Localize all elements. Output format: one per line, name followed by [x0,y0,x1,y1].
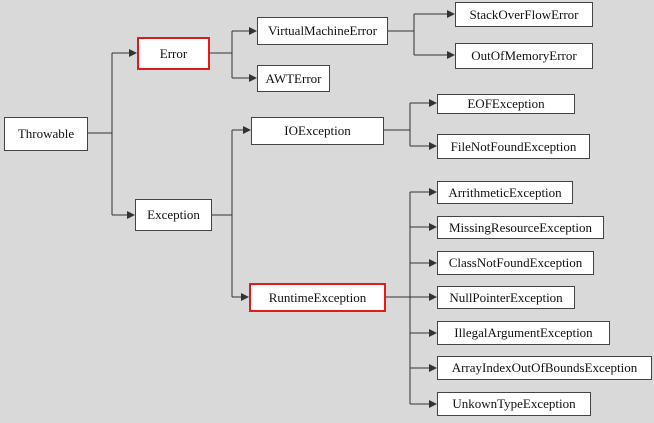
node-runtime-exception: RuntimeException [249,283,386,312]
connector-virtual-machine-error [388,14,415,55]
connector-io-exception [384,103,411,146]
connector-exception [212,130,233,297]
node-null-pointer-exception: NullPointerException [437,286,575,309]
connector-runtime-exception [386,192,411,404]
node-unknown-type-exception: UnkownTypeException [437,392,591,416]
node-throwable: Throwable [4,117,88,151]
node-eof-exception: EOFException [437,94,575,114]
node-awt-error: AWTError [257,65,330,92]
node-missing-resource-exception: MissingResourceException [437,216,604,239]
node-error: Error [137,37,210,70]
node-exception: Exception [135,199,212,231]
node-class-not-found-exception: ClassNotFoundException [437,251,594,275]
node-array-index-out-of-bounds-exception: ArrayIndexOutOfBoundsException [437,356,652,380]
node-illegal-argument-exception: IllegalArgumentException [437,321,610,345]
node-stack-overflow-error: StackOverFlowError [455,2,593,27]
node-file-not-found-exception: FileNotFoundException [437,134,590,159]
connector-error [210,31,233,78]
node-io-exception: IOException [251,117,384,145]
node-arithmetic-exception: ArrithmeticException [437,181,573,204]
node-out-of-memory-error: OutOfMemoryError [455,43,593,69]
node-virtual-machine-error: VirtualMachineError [257,17,388,45]
connector-throwable [88,53,113,215]
